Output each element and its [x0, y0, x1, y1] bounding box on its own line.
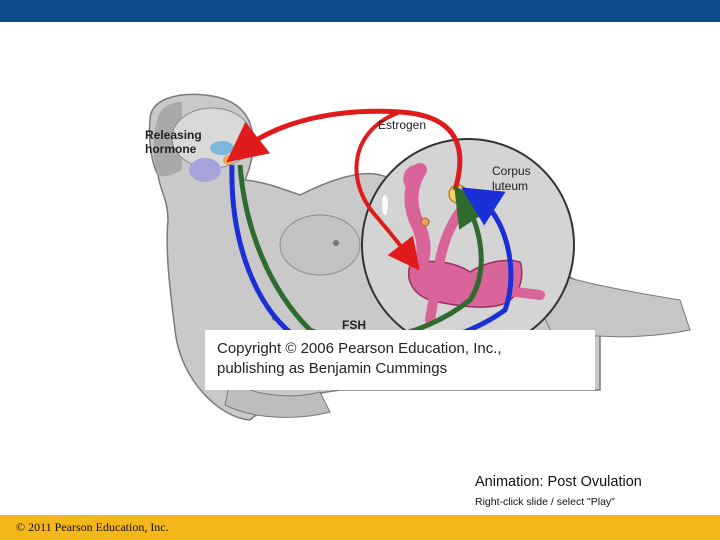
animation-instruction: Right-click slide / select "Play" — [475, 496, 615, 508]
footer-copyright: © 2011 Pearson Education, Inc. — [16, 520, 169, 535]
estrogen-label: Estrogen — [378, 118, 426, 132]
image-copyright-line-2: publishing as Benjamin Cummings — [217, 360, 447, 377]
releasing-hormone-label-1: Releasing — [145, 128, 202, 142]
animation-title[interactable]: Animation: Post Ovulation — [475, 474, 642, 490]
corpus-luteum-label-2: luteum — [492, 179, 528, 193]
corpus-luteum-label-1: Corpus — [492, 164, 531, 178]
image-copyright-box: Copyright © 2006 Pearson Education, Inc.… — [205, 330, 595, 390]
releasing-hormone-label-2: hormone — [145, 142, 197, 156]
image-copyright-line-1: Copyright © 2006 Pearson Education, Inc.… — [217, 340, 502, 357]
ovary-inset — [362, 139, 574, 351]
